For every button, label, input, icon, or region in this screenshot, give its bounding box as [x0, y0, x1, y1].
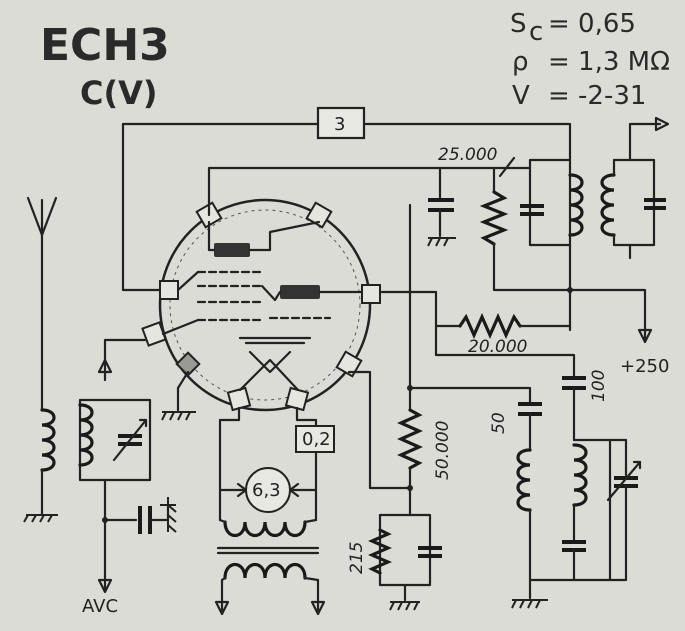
tube-base: C(V)	[80, 74, 158, 112]
spec-rho-label: ρ	[512, 47, 529, 77]
pin-box-3	[316, 106, 366, 140]
spec-rho-value: = 1,3 MΩ	[548, 47, 670, 77]
input-coil	[40, 408, 56, 517]
spec-sc-value: = 0,65	[548, 9, 636, 39]
heater-circuit: 0,2 6,3	[214, 406, 335, 616]
heater-volts-circle	[245, 467, 291, 513]
resistor-215-value: 215	[347, 542, 367, 574]
spec-sc-sub: c	[529, 17, 543, 47]
series-resistor	[378, 290, 576, 378]
avc-label: AVC	[82, 596, 118, 617]
cap-100-value: 100	[589, 370, 609, 402]
b-plus-label: +250	[620, 356, 669, 377]
series-resistor-value: 20.000	[468, 337, 527, 357]
heater-volts-label: 6,3	[252, 480, 281, 501]
spec-rho: ρ = 1,3 MΩ	[512, 47, 670, 77]
plate-circuit	[207, 116, 670, 344]
tube-electrodes	[161, 220, 364, 392]
spec-sc: S c = 0,65	[510, 9, 636, 47]
spec-sc-label: S	[510, 9, 527, 39]
resistor-50000-value: 50.000	[433, 421, 453, 480]
tube-name: ECH3	[40, 20, 170, 71]
plate-resistor-value: 25.000	[438, 145, 497, 165]
heater-amps-label: 0,2	[302, 429, 331, 450]
spec-v-value: = -2-31	[548, 81, 646, 111]
grid-tuned-circuit	[78, 338, 177, 594]
pin-box-3-label: 3	[334, 114, 345, 135]
ground-icon	[23, 514, 58, 523]
tube-pins	[141, 201, 381, 412]
cathode-circuit	[347, 370, 442, 611]
spec-v-label: V	[512, 81, 530, 111]
heater-amps-box	[295, 425, 335, 453]
tube-ground	[161, 370, 196, 421]
spec-v: V = -2-31	[512, 81, 646, 111]
cap-50-value: 50	[489, 412, 509, 434]
tube-envelope	[158, 198, 372, 412]
oscillator-circuit	[408, 203, 642, 609]
antenna-icon	[26, 196, 58, 412]
